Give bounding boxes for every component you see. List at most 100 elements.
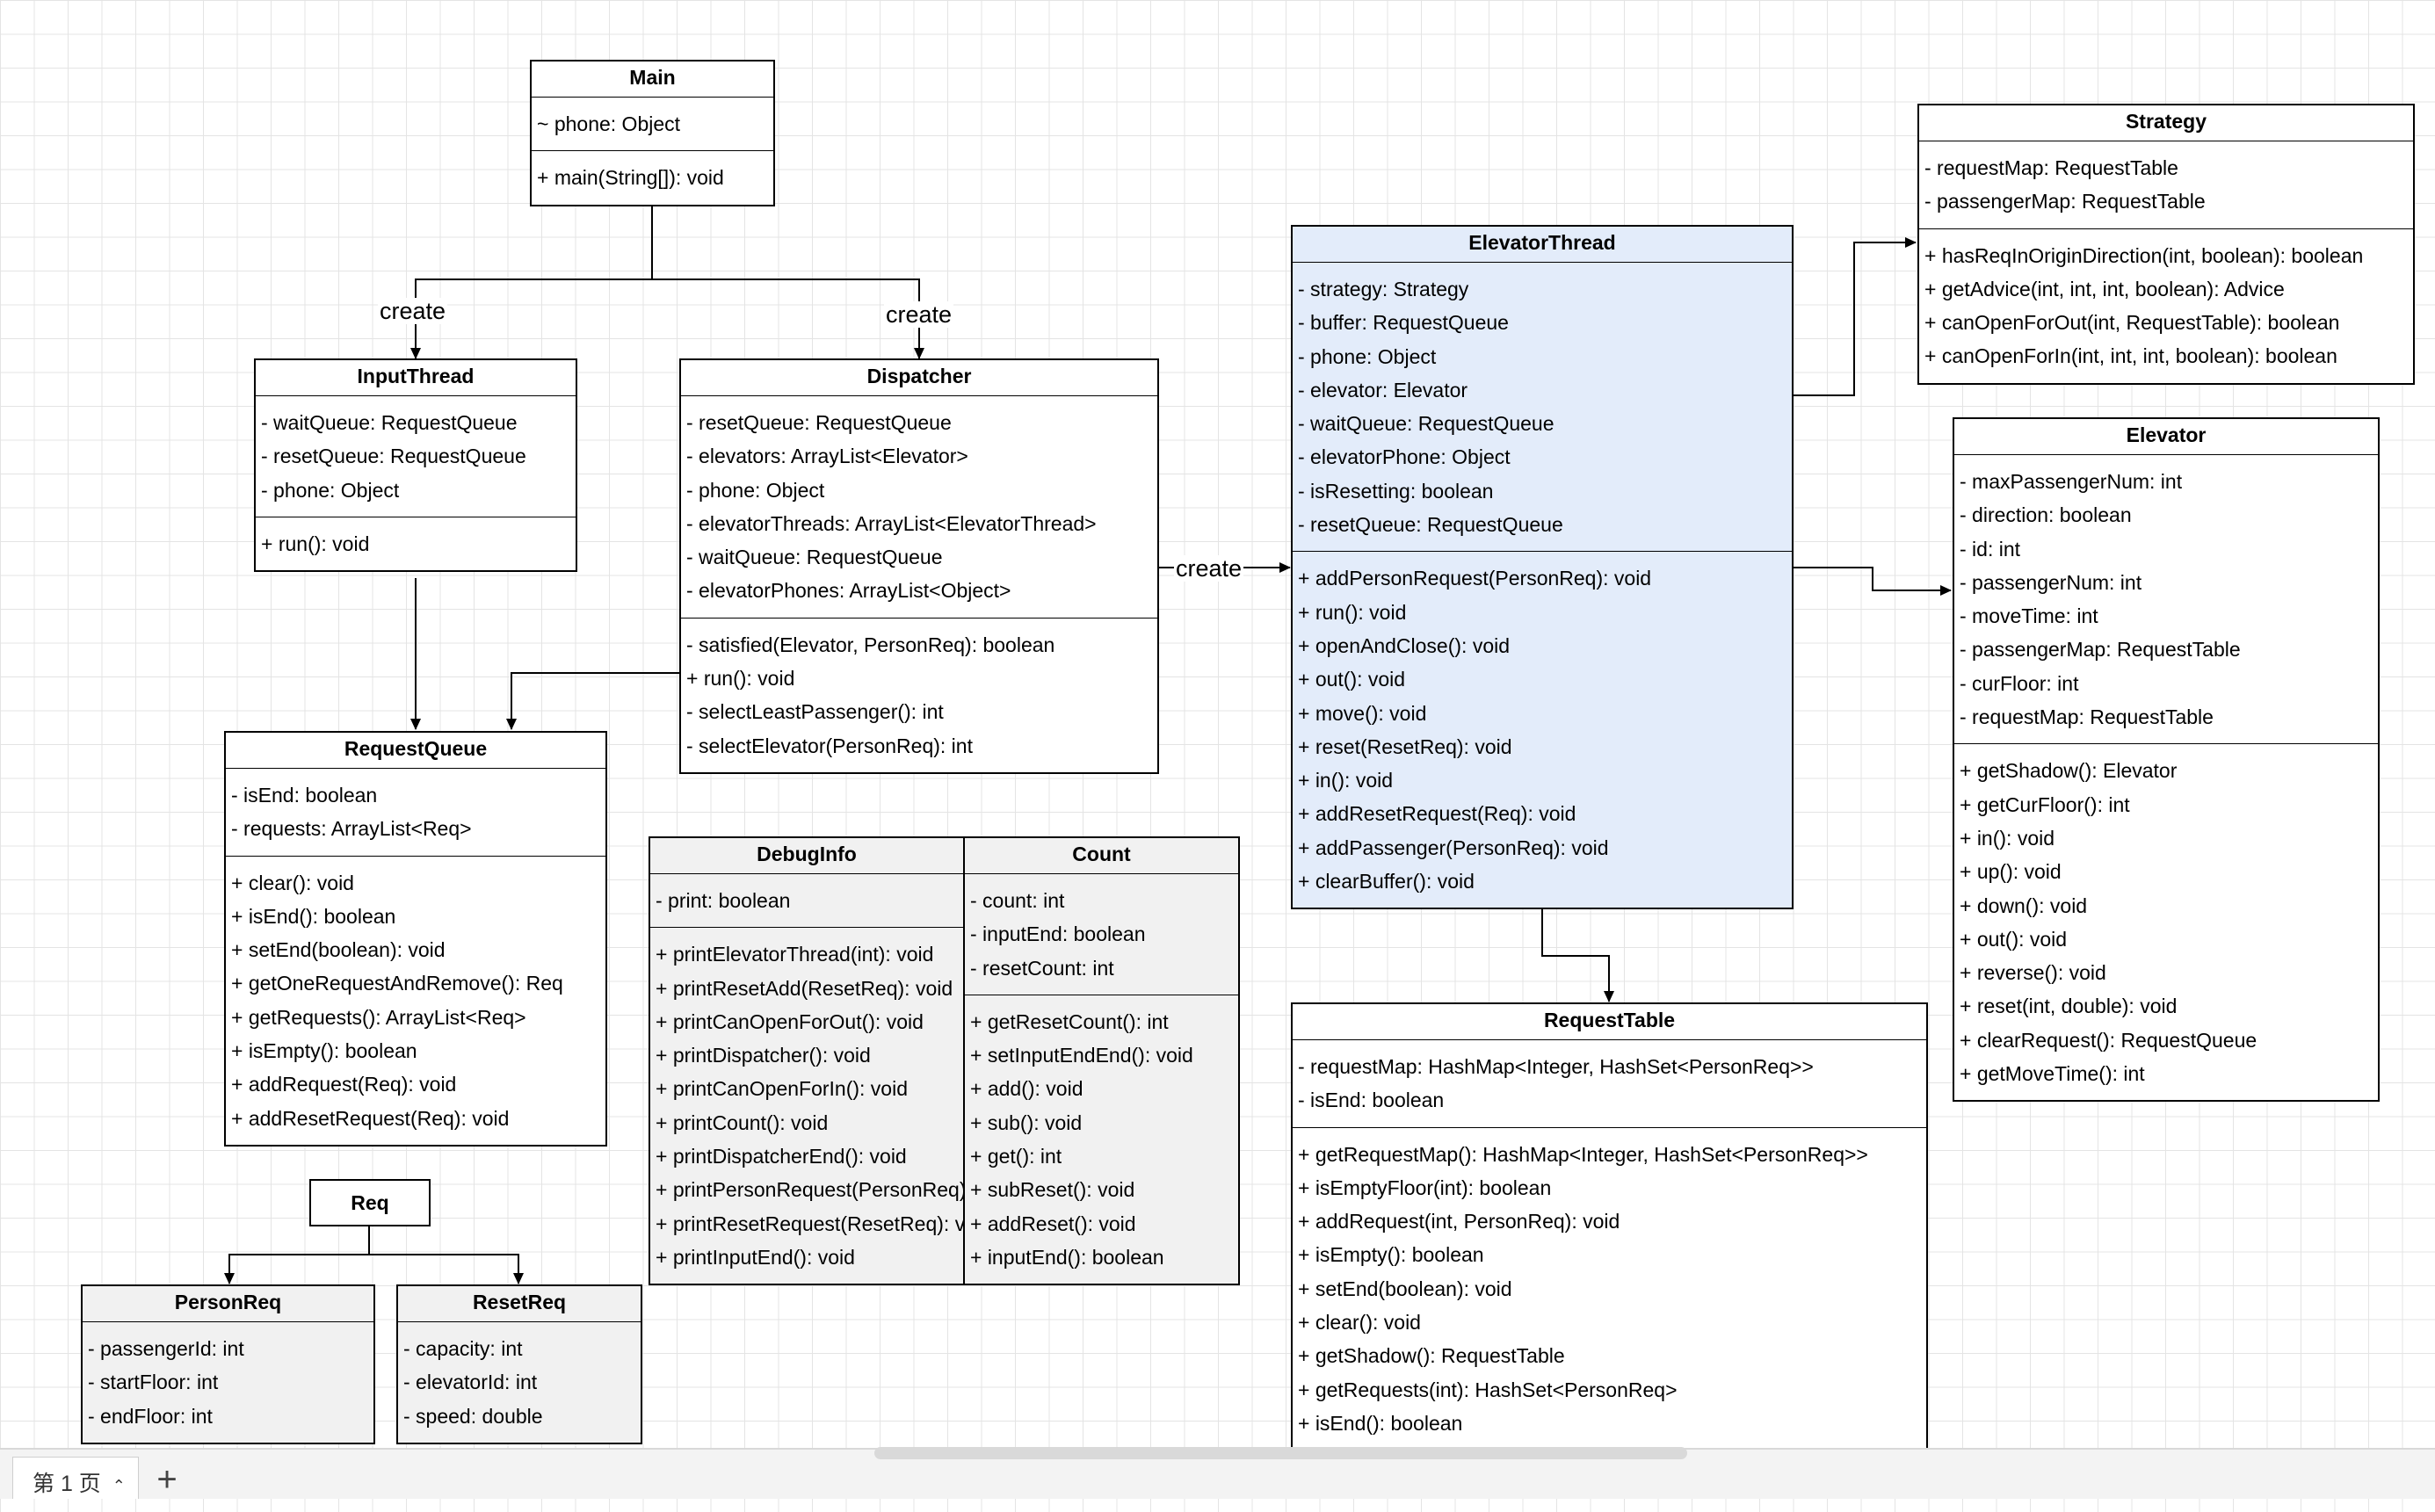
method-row: + printInputEnd(): void [656, 1245, 855, 1269]
edge-create-inputthread [410, 279, 652, 359]
class-inputthread[interactable]: InputThread- waitQueue: RequestQueue- re… [254, 358, 577, 573]
method-row: + addReset(): void [970, 1212, 1136, 1235]
method-row: + getResetCount(): int [970, 1009, 1169, 1033]
attributes-section: ~ phone: Object [532, 98, 773, 150]
class-personreq[interactable]: PersonReq - passengerId: int - startFloor:… [81, 1284, 375, 1444]
method-row: + addPassenger(PersonReq): void [1298, 836, 1609, 859]
method-row: + setInputEndEnd(): void [970, 1044, 1193, 1067]
attribute-row: - elevatorPhones: ArrayList<Object> [686, 579, 1011, 603]
attribute-row: - passengerNum: int [1960, 570, 2142, 594]
attributes-section: - passengerId: int - startFloor: int - end… [83, 1322, 373, 1443]
class-elevator[interactable]: Elevator- maxPassengerNum: int- directio… [1953, 417, 2380, 1103]
chevron-up-icon[interactable]: ⌃ [112, 1477, 126, 1494]
method-row: + hasReqInOriginDirection(int, boolean):… [1924, 243, 2364, 267]
edge-elevatorthread-strategy [1793, 237, 1917, 396]
attribute-row: - passengerId: int [88, 1337, 244, 1360]
attribute-row: - speed: double [403, 1404, 543, 1428]
method-row: + clear(): void [1298, 1311, 1421, 1335]
attribute-row: - phone: Object [686, 478, 825, 502]
method-row: + printResetAdd(ResetReq): void [656, 976, 953, 1000]
class-req[interactable]: Req [309, 1179, 431, 1226]
attributes-section: - isEnd: boolean - requests: ArrayList<Re… [226, 769, 605, 856]
diagram-canvas[interactable]: create create create Main~ phone: Object… [0, 0, 2435, 1448]
class-title: PersonReq [83, 1286, 373, 1322]
attribute-row: - requests: ArrayList<Req> [231, 817, 472, 841]
class-debuginfo[interactable]: DebugInfo- print: boolean+ printElevator… [649, 836, 965, 1286]
attribute-row: - waitQueue: RequestQueue [686, 546, 943, 569]
method-row: + main(String[]): void [537, 166, 724, 190]
attribute-row: - resetQueue: RequestQueue [686, 411, 952, 434]
method-row: + printCanOpenForOut(): void [656, 1009, 924, 1033]
method-row: + getRequestMap(): HashMap<Integer, Hash… [1298, 1142, 1868, 1166]
method-row: + printCanOpenForIn(): void [656, 1077, 908, 1101]
class-requestqueue[interactable]: RequestQueue- isEnd: boolean- requests: … [224, 731, 607, 1147]
method-row: - satisfied(Elevator, PersonReq): boolea… [686, 633, 1055, 656]
method-row: + printResetRequest(ResetReq): void [656, 1212, 963, 1235]
method-row: + printElevatorThread(int): void [656, 943, 934, 966]
method-row: + run(): void [1298, 600, 1407, 624]
class-strategy[interactable]: Strategy- requestMap: RequestTable- pass… [1917, 104, 2415, 385]
attribute-row: ~ phone: Object [537, 112, 681, 135]
method-row: + reset(int, double): void [1960, 995, 2178, 1018]
class-title: Count [965, 838, 1238, 874]
attribute-row: - passengerMap: RequestTable [1960, 638, 2241, 662]
attributes-section: - capacity: int - elevatorId: int - speed:… [398, 1322, 641, 1443]
attribute-row: - count: int [970, 889, 1065, 912]
method-row: + getRequests(int): HashSet<PersonReq> [1298, 1378, 1678, 1401]
create-label-inputthread: create [378, 298, 448, 324]
attribute-row: - isEnd: boolean [231, 784, 378, 807]
class-elevatorthread[interactable]: ElevatorThread- strategy: Strategy- buff… [1291, 225, 1794, 910]
attribute-row: - waitQueue: RequestQueue [1298, 412, 1554, 436]
edge-elevatorthread-requesttable [1541, 908, 1614, 1002]
class-title: DebugInfo [650, 838, 963, 874]
method-row: + printDispatcher(): void [656, 1044, 871, 1067]
attribute-row: - isResetting: boolean [1298, 479, 1494, 503]
class-title: Elevator [1954, 419, 2378, 455]
attribute-row: - passengerMap: RequestTable [1924, 190, 2206, 213]
attribute-row: - elevators: ArrayList<Elevator> [686, 445, 968, 468]
method-row: + add(): void [970, 1077, 1083, 1101]
edge-create-dispatcher [652, 279, 924, 359]
method-row: + addRequest(Req): void [231, 1073, 457, 1096]
class-resetreq[interactable]: ResetReq- capacity: int- elevatorId: int… [396, 1284, 642, 1444]
methods-section: + hasReqInOriginDirection(int, boolean):… [1919, 228, 2413, 383]
attribute-row: - elevatorId: int [403, 1371, 538, 1394]
class-requesttable[interactable]: RequestTable- requestMap: HashMap<Intege… [1291, 1002, 1928, 1448]
class-main[interactable]: Main~ phone: Object+ main(String[]): voi… [530, 60, 775, 206]
attributes-section: - maxPassengerNum: int- direction: boole… [1954, 455, 2378, 743]
attribute-row: - endFloor: int [88, 1404, 213, 1428]
attributes-section: - print: boolean [650, 874, 963, 927]
attribute-row: - resetQueue: RequestQueue [1298, 513, 1563, 537]
method-row: + getShadow(): Elevator [1960, 759, 2178, 783]
class-count[interactable]: Count- count: int- inputEnd: boolean- re… [963, 836, 1240, 1286]
attribute-row: - elevatorThreads: ArrayList<ElevatorThr… [686, 511, 1097, 535]
attribute-row: - capacity: int [403, 1337, 523, 1360]
method-row: + isEnd(): boolean [231, 904, 396, 928]
attribute-row: - isEnd: boolean [1298, 1089, 1445, 1112]
attributes-section: - requestMap: RequestTable- passengerMap… [1919, 141, 2413, 228]
method-row: + run(): void [261, 532, 370, 555]
create-label-dispatcher: create [884, 301, 954, 328]
methods-section: + run(): void [256, 516, 576, 570]
method-row: + getAdvice(int, int, int, boolean): Adv… [1924, 277, 2285, 300]
method-row: + move(): void [1298, 701, 1427, 725]
attributes-section: - waitQueue: RequestQueue- resetQueue: R… [256, 396, 576, 517]
method-row: + getMoveTime(): int [1960, 1062, 2145, 1086]
method-row: + isEnd(): boolean [1298, 1411, 1463, 1435]
attribute-row: - strategy: Strategy [1298, 278, 1469, 300]
method-row: + in(): void [1298, 769, 1394, 792]
method-row: + clearBuffer(): void [1298, 870, 1475, 893]
method-row: + addRequest(int, PersonReq): void [1298, 1210, 1620, 1233]
page-tab[interactable]: 第 1 页 ⌃ [12, 1457, 139, 1499]
class-dispatcher[interactable]: Dispatcher- resetQueue: RequestQueue- el… [679, 358, 1159, 774]
method-row: + canOpenForOut(int, RequestTable): bool… [1924, 311, 2340, 335]
horizontal-scrollbar[interactable] [874, 1447, 1687, 1459]
method-row: + down(): void [1960, 893, 2088, 917]
method-row: + out(): void [1298, 668, 1406, 691]
add-page-button[interactable]: + [156, 1460, 178, 1499]
attribute-row: - startFloor: int [88, 1371, 219, 1394]
methods-section: + printElevatorThread(int): void + printR… [650, 927, 963, 1284]
create-label-elevatorthread: create [1174, 555, 1244, 582]
attribute-row: - inputEnd: boolean [970, 922, 1146, 946]
attributes-section: - strategy: Strategy- buffer: RequestQue… [1293, 263, 1792, 551]
